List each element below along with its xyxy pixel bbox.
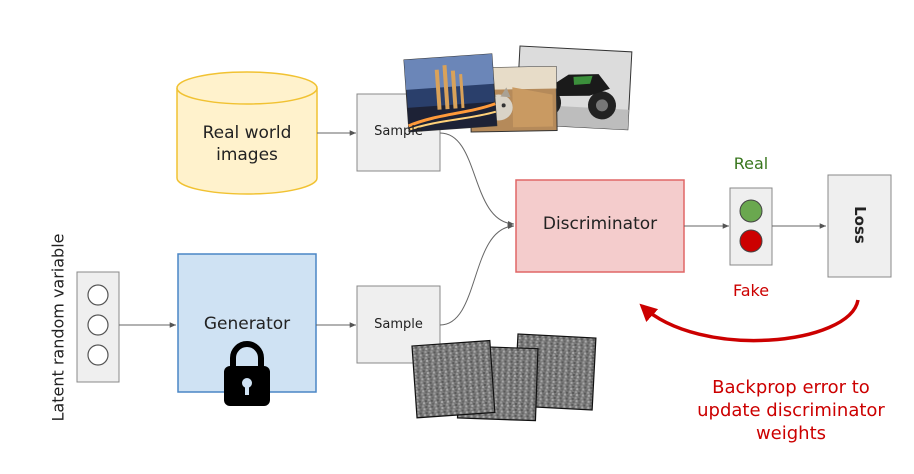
- discriminator-box: [515, 179, 685, 273]
- discriminator-label: Discriminator: [542, 214, 658, 234]
- real-images-label: Real world images: [202, 123, 292, 165]
- latent-vector: [76, 271, 120, 383]
- sample-bottom-label: Sample: [374, 317, 423, 332]
- real-fake-indicator: [729, 187, 773, 266]
- real-images-database: [176, 71, 318, 195]
- fake-label: Fake: [732, 281, 770, 300]
- green-light-icon: [739, 199, 763, 223]
- real-label: Real: [733, 154, 769, 173]
- photo-city-thumbnail: [403, 53, 498, 133]
- loss-label: Loss: [851, 206, 869, 244]
- sample-top-label: Sample: [374, 124, 423, 139]
- backprop-label: Backprop error to update discriminator w…: [697, 377, 885, 444]
- backprop-arrow: [639, 299, 860, 343]
- red-light-icon: [739, 229, 763, 253]
- generator-label: Generator: [203, 314, 291, 334]
- lock-icon: [224, 341, 270, 406]
- latent-variable-label: Latent random variable: [48, 233, 68, 422]
- noise-thumbnail: [411, 339, 496, 419]
- connectors: [119, 130, 826, 328]
- loss-box: [827, 174, 892, 278]
